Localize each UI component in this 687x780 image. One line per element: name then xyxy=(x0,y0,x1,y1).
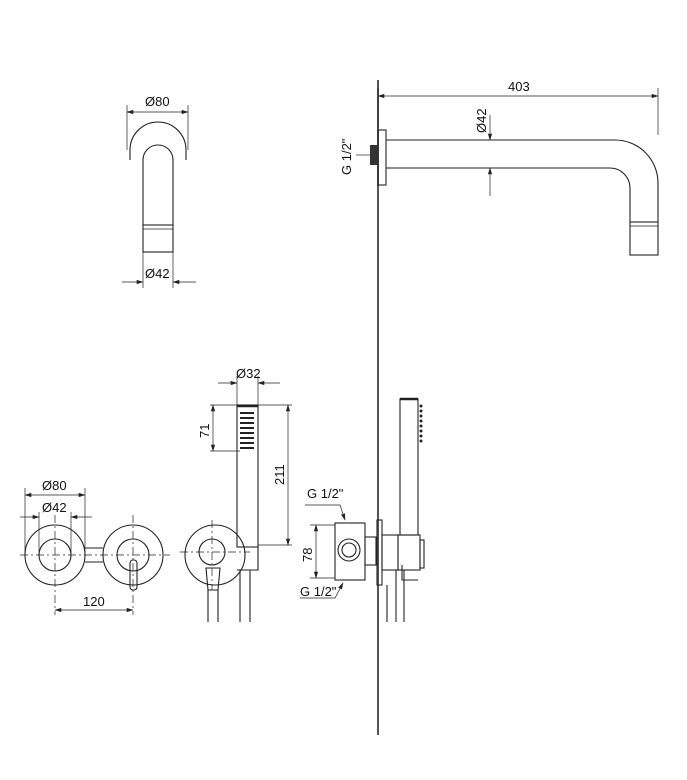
mixer-flange-diameter-label: Ø80 xyxy=(42,478,67,493)
valve-depth-label: 78 xyxy=(300,548,315,562)
mixer-inner-diameter-label: Ø42 xyxy=(42,500,67,515)
hand-shower-diameter-label: Ø32 xyxy=(236,366,261,381)
valve-top-thread-label: G 1/2" xyxy=(307,486,344,501)
spout-front-spout-diameter: Ø42 xyxy=(145,266,170,281)
valve-bottom-thread-label: G 1/2" xyxy=(300,584,337,599)
mixer-front-view xyxy=(20,488,170,615)
spout-length-label: 403 xyxy=(508,79,530,94)
spout-side-view xyxy=(356,88,659,256)
spout-front-view xyxy=(122,105,196,288)
spray-length-label: 71 xyxy=(197,424,212,438)
valve-side-view xyxy=(300,397,425,622)
spout-front-flange-diameter: Ø80 xyxy=(145,94,170,109)
hand-shower-length-label: 211 xyxy=(272,464,287,485)
mixer-spacing-label: 120 xyxy=(83,594,105,609)
spout-pipe-diameter-label: Ø42 xyxy=(474,108,489,133)
spout-thread-label: G 1/2" xyxy=(339,138,354,175)
hand-shower-front-view xyxy=(180,376,292,622)
